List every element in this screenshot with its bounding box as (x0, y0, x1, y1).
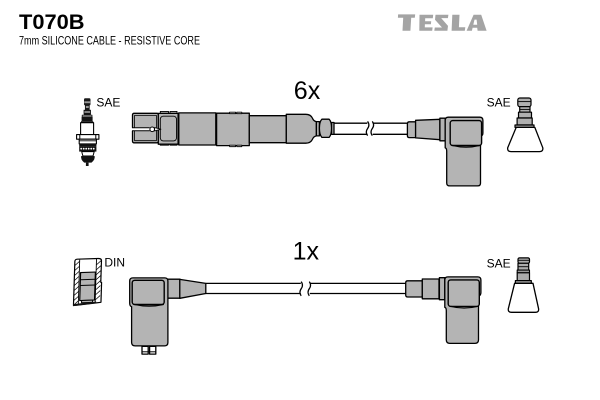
svg-text:7mm SILICONE CABLE - RESISTIV: 7mm SILICONE CABLE - RESISTIVE CORE (19, 35, 200, 47)
svg-text:SAE: SAE (487, 256, 511, 270)
svg-text:DIN: DIN (104, 256, 125, 270)
svg-text:T070B: T070B (19, 10, 85, 34)
svg-text:SAE: SAE (96, 96, 120, 110)
svg-text:SAE: SAE (487, 95, 511, 109)
svg-text:1x: 1x (293, 238, 320, 266)
svg-text:6x: 6x (294, 77, 321, 105)
